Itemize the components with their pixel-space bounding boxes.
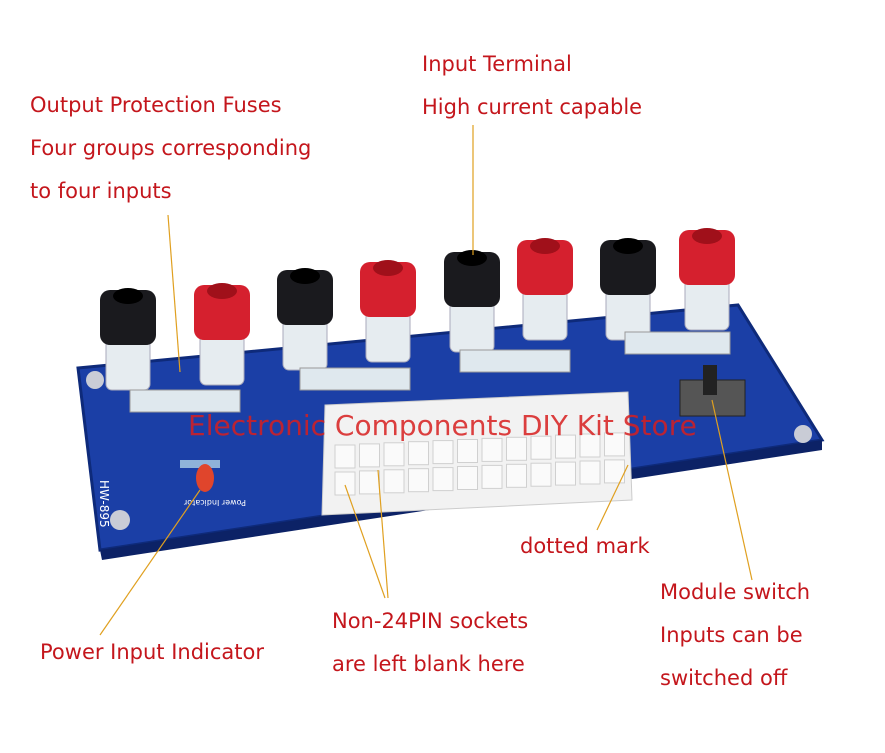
binding-posts	[100, 228, 735, 391]
connector-pin	[408, 468, 429, 493]
connector-pin	[579, 433, 601, 458]
fuses-label-line: to four inputs	[30, 179, 172, 203]
connector-pin	[383, 442, 405, 467]
connector-pin	[432, 440, 454, 465]
connector-pin	[530, 435, 552, 460]
connector-pin	[359, 470, 380, 495]
board-model: HW-895	[97, 480, 111, 528]
binding-post	[517, 238, 573, 341]
binding-post	[194, 283, 250, 386]
module-switch-line: switched off	[660, 666, 788, 690]
connector-pin	[383, 469, 405, 494]
sockets-label-line: Non-24PIN sockets	[332, 609, 529, 633]
module-switch-line: Module switch	[660, 580, 811, 604]
watermark: Electronic Components DIY Kit Store	[188, 409, 697, 442]
input-terminal-line: High current capable	[422, 95, 643, 119]
connector-pin	[555, 461, 576, 486]
connector-pin	[334, 444, 356, 469]
binding-post	[277, 268, 333, 371]
power-led	[180, 460, 220, 492]
atx-connector	[321, 391, 633, 516]
binding-post	[360, 260, 416, 363]
connector-pin	[432, 467, 454, 492]
binding-post	[444, 250, 500, 353]
input-terminal-label: Input Terminal High current capable	[422, 43, 642, 129]
power-indicator-label: Power Input Indicator	[40, 640, 265, 664]
connector-pin	[506, 436, 527, 461]
sockets-label-line: are left blank here	[332, 652, 525, 676]
sockets-label: Non-24PIN sockets are left blank here	[332, 600, 528, 686]
connector-pin	[481, 437, 503, 462]
mounting-holes	[86, 371, 812, 530]
connector-pin	[481, 464, 503, 489]
input-terminal-line: Input Terminal	[422, 52, 572, 76]
connector-pin	[530, 462, 552, 487]
fuses-label-line: Output Protection Fuses	[30, 93, 282, 117]
connector-pin	[457, 466, 478, 490]
module-switch-label: Module switch Inputs can be switched off	[660, 571, 810, 700]
connector-pin	[604, 432, 625, 457]
fuses-label: Output Protection Fuses Four groups corr…	[30, 84, 311, 213]
module-switch	[679, 365, 746, 417]
binding-post	[100, 288, 156, 391]
binding-post	[600, 238, 656, 341]
dotted-mark-label: dotted mark	[520, 534, 650, 558]
fuses	[129, 331, 731, 413]
connector-pin	[555, 434, 576, 459]
connector-pin	[408, 441, 429, 466]
module-switch-line: Inputs can be	[660, 623, 803, 647]
connector-pin	[457, 439, 478, 463]
connector-pin	[506, 463, 527, 488]
fuses-label-line: Four groups corresponding	[30, 136, 312, 160]
connector-pin	[359, 443, 380, 468]
connector-pin	[579, 460, 601, 485]
callout-lines	[99, 125, 753, 636]
led-label: Power Indicator	[183, 498, 246, 507]
binding-post	[679, 228, 735, 331]
connector-pin	[334, 471, 356, 496]
